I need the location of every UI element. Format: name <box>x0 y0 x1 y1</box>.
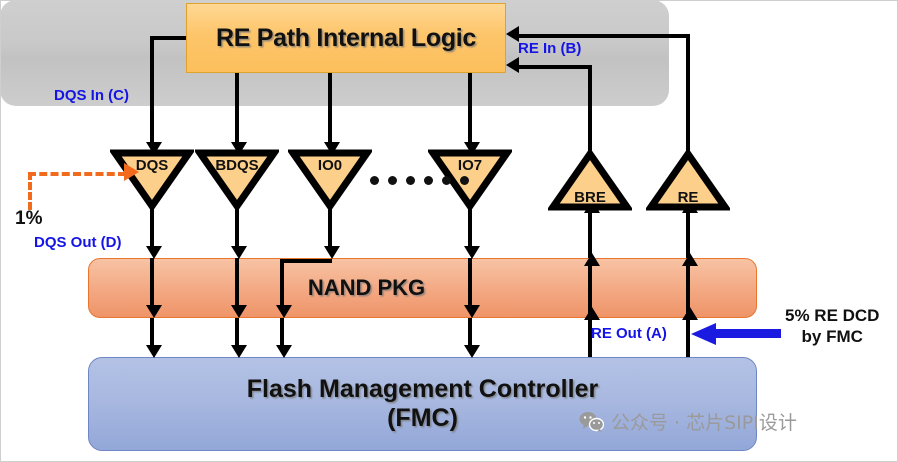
re-source-wire-seg3 <box>686 212 690 258</box>
label-re-dcd-line2: by FMC <box>801 327 863 347</box>
io7-in-vertical-wire <box>468 73 472 146</box>
one-percent-arrowhead-icon <box>124 163 139 181</box>
buffer-io0-shape <box>286 149 374 213</box>
bdqs-in-vertical-wire <box>235 73 239 146</box>
ellipsis-dot <box>388 176 397 185</box>
io7-out-arrowhead-2 <box>464 305 480 318</box>
re-path-internal-logic-label: RE Path Internal Logic <box>215 23 477 52</box>
bdqs-out-wire-seg1 <box>235 204 239 252</box>
io0-out-jog-horizontal <box>280 259 332 263</box>
ellipsis-dot <box>460 176 469 185</box>
fmc-label-line1: Flash Management Controller <box>246 374 599 403</box>
bre-source-arrowhead-1 <box>584 307 600 320</box>
nand-pkg-label: NAND PKG <box>307 275 426 300</box>
bre-in-vertical-wire <box>588 65 592 154</box>
label-re-dcd-line1: 5% RE DCD <box>785 306 880 325</box>
io7-out-arrowhead-1 <box>464 246 480 259</box>
nand-pkg-block: NAND PKG <box>88 258 757 318</box>
dqs-in-vertical-wire <box>150 36 154 146</box>
watermark: 公众号 · 芯片SIPI设计 <box>579 408 797 435</box>
bdqs-out-arrowhead-2 <box>231 305 247 318</box>
bre-source-wire-seg2 <box>588 265 592 320</box>
bre-in-arrowhead <box>506 57 519 73</box>
dqs-out-arrowhead-2 <box>146 305 162 318</box>
io0-out-arrowhead-2 <box>276 305 292 318</box>
ellipsis-dot <box>424 176 433 185</box>
re-source-arrowhead-1 <box>682 307 698 320</box>
io0-out-arrowhead-1 <box>324 246 340 259</box>
re-dcd-arrowhead-icon <box>691 323 716 345</box>
ellipsis-dot <box>370 176 379 185</box>
wechat-icon <box>579 412 604 432</box>
label-dqs-out: DQS Out (D) <box>34 234 122 251</box>
re-in-horizontal-wire <box>518 34 688 38</box>
buffer-bdqs[interactable]: BDQS <box>193 148 281 213</box>
dqs-out-arrowhead-3 <box>146 345 162 358</box>
bre-in-horizontal-wire <box>518 65 590 69</box>
ellipsis-dot <box>442 176 451 185</box>
ellipsis-dot <box>406 176 415 185</box>
dqs-out-wire-seg2 <box>150 258 154 310</box>
io7-out-wire-seg2 <box>468 258 472 310</box>
io0-out-wire-seg2 <box>280 259 284 310</box>
label-re-dcd-by-fmc: 5% RE DCD by FMC <box>785 305 879 348</box>
buffer-re-shape <box>644 147 732 211</box>
buffer-io7-shape <box>426 149 514 213</box>
label-dqs-in: DQS In (C) <box>54 87 129 104</box>
io7-out-arrowhead-3 <box>464 345 480 358</box>
bdqs-out-wire-seg3 <box>235 318 239 351</box>
io0-out-wire-seg3 <box>280 318 284 351</box>
label-re-in: RE In (B) <box>518 40 582 57</box>
dqs-out-wire-seg1 <box>150 204 154 252</box>
dqs-out-wire-seg3 <box>150 318 154 351</box>
buffer-dqs-shape <box>108 149 196 213</box>
io0-out-arrowhead-3 <box>276 345 292 358</box>
re-path-internal-logic-block: RE Path Internal Logic <box>186 3 506 73</box>
re-dcd-arrow-shaft <box>715 329 781 338</box>
flash-management-controller-block: Flash Management Controller (FMC) <box>88 357 757 451</box>
re-in-arrowhead <box>506 26 519 42</box>
bdqs-out-arrowhead-3 <box>231 345 247 358</box>
one-percent-dashed-vertical <box>28 172 32 210</box>
buffer-re[interactable]: RE <box>644 147 732 212</box>
bdqs-out-wire-seg2 <box>235 258 239 310</box>
re-source-arrowhead-2 <box>682 253 698 266</box>
buffer-dqs[interactable]: DQS <box>108 148 196 213</box>
watermark-text: 公众号 · 芯片SIPI设计 <box>611 412 797 434</box>
io-ellipsis-dots <box>370 176 469 185</box>
re-in-vertical-wire <box>686 34 690 154</box>
label-re-out: RE Out (A) <box>591 325 667 342</box>
dqs-in-horizontal-wire <box>150 36 190 40</box>
buffer-bre-shape <box>546 147 634 211</box>
buffer-bdqs-shape <box>193 149 281 213</box>
io0-in-vertical-wire <box>328 73 332 146</box>
bre-source-wire-seg3 <box>588 212 592 258</box>
re-source-wire-seg2 <box>686 265 690 320</box>
io0-out-wire-seg1 <box>328 204 332 252</box>
io7-out-wire-seg1 <box>468 204 472 252</box>
bdqs-out-arrowhead-1 <box>231 246 247 259</box>
bre-source-wire-seg1 <box>588 320 592 357</box>
label-one-percent: 1% <box>15 208 43 229</box>
one-percent-dashed-horizontal <box>28 172 126 176</box>
buffer-bre[interactable]: BRE <box>546 147 634 212</box>
dqs-out-arrowhead-1 <box>146 246 162 259</box>
fmc-label-line2: (FMC) <box>387 404 458 432</box>
io7-out-wire-seg3 <box>468 318 472 351</box>
bre-source-arrowhead-2 <box>584 253 600 266</box>
re-source-wire-seg1 <box>686 320 690 357</box>
buffer-io0[interactable]: IO0 <box>286 148 374 213</box>
